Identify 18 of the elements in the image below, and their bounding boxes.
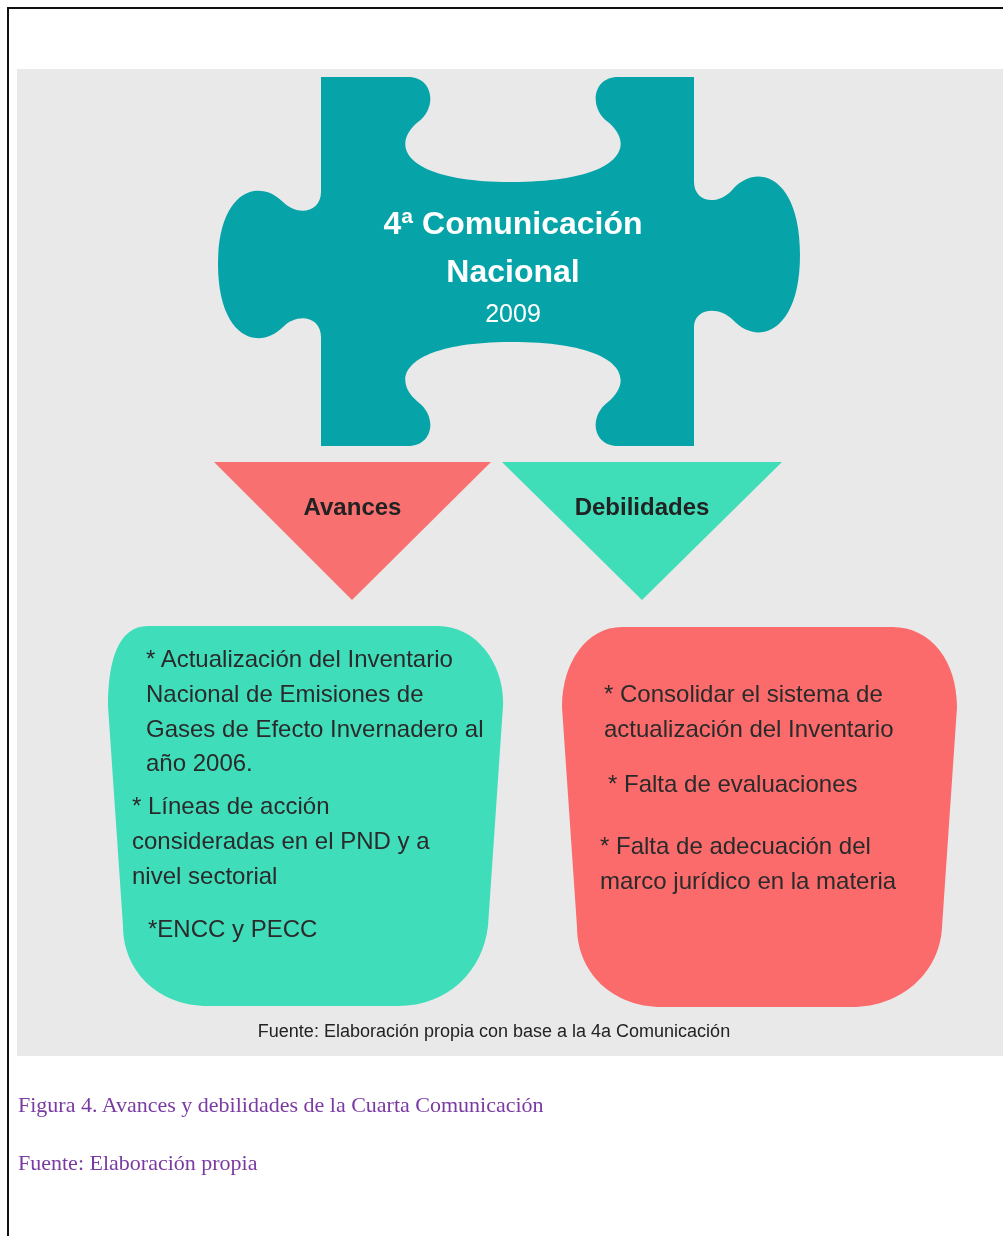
rounded-panel bbox=[108, 626, 505, 1006]
down-triangle bbox=[214, 462, 491, 600]
bullet-text: * Consolidar el sistema de actualización del Inventario bbox=[604, 679, 895, 744]
heading-text: Debilidades bbox=[573, 492, 711, 522]
bullet-text: * Falta de evaluaciones bbox=[608, 769, 859, 799]
heading-text: Avances bbox=[302, 492, 403, 522]
bullet-text: *ENCC y PECC bbox=[148, 914, 319, 944]
title-text: 4ª Comunicación Nacional bbox=[382, 204, 644, 291]
down-triangle bbox=[502, 462, 782, 600]
source-note: Fuente: Elaboración propia con base a la 4a Comunicación bbox=[256, 1021, 732, 1043]
bullet-text: * Falta de adecuación del marco jurídico en la materia bbox=[600, 831, 898, 896]
year-text: 2009 bbox=[484, 298, 542, 329]
rounded-panel bbox=[562, 627, 957, 1007]
bullet-text: * Actualización del Inventario Nacional de Emisiones de Gases de Efecto Invernadero al año 2006. bbox=[146, 644, 485, 779]
figure-caption: Figura 4. Avances y debilidades de la Cuarta Comunicación bbox=[18, 1092, 544, 1119]
source-note: Fuente: Elaboración propia bbox=[18, 1150, 259, 1177]
bullet-text: * Líneas de acción consideradas en el PND y a nivel sectorial bbox=[132, 791, 431, 891]
puzzle-piece bbox=[218, 77, 800, 447]
